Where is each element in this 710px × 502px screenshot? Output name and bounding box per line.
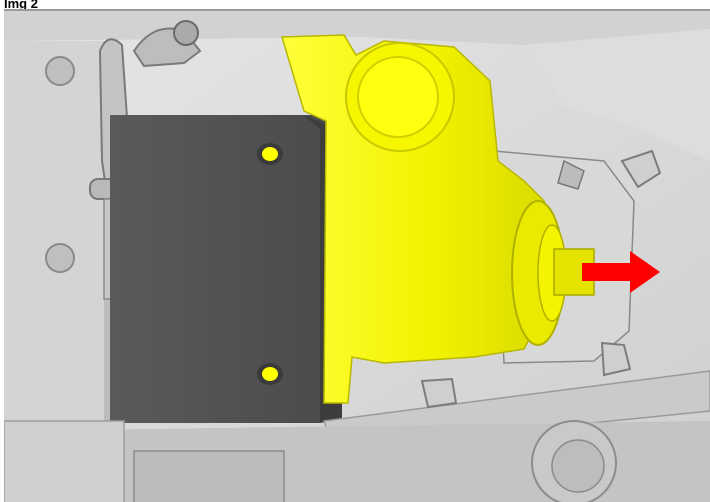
arrow-shaft: [582, 263, 630, 281]
round-cover-inner: [551, 439, 605, 493]
mounting-ear: [620, 149, 662, 189]
illustration-svg: [4, 11, 710, 502]
arrow-head: [630, 251, 660, 293]
figure-caption: Img 2: [4, 0, 38, 11]
bolt-head: [45, 243, 75, 273]
fitting-cap: [173, 20, 199, 46]
bottom-shaft: [133, 450, 285, 502]
arrow-right-icon: [582, 251, 660, 293]
bolt-head: [45, 56, 75, 86]
bracket-hole-inner: [262, 367, 278, 381]
mounting-bracket: [110, 115, 336, 423]
bottom-left-block: [4, 420, 125, 502]
bracket-hole-inner: [262, 147, 278, 161]
hex-nut: [557, 159, 585, 190]
highlighted-component: [281, 34, 595, 404]
upper-right-panel: [524, 29, 710, 161]
mounting-ear: [600, 341, 632, 377]
technical-illustration: [4, 9, 710, 502]
mounting-ear: [420, 377, 458, 409]
yellow-cap-inner: [357, 56, 439, 138]
